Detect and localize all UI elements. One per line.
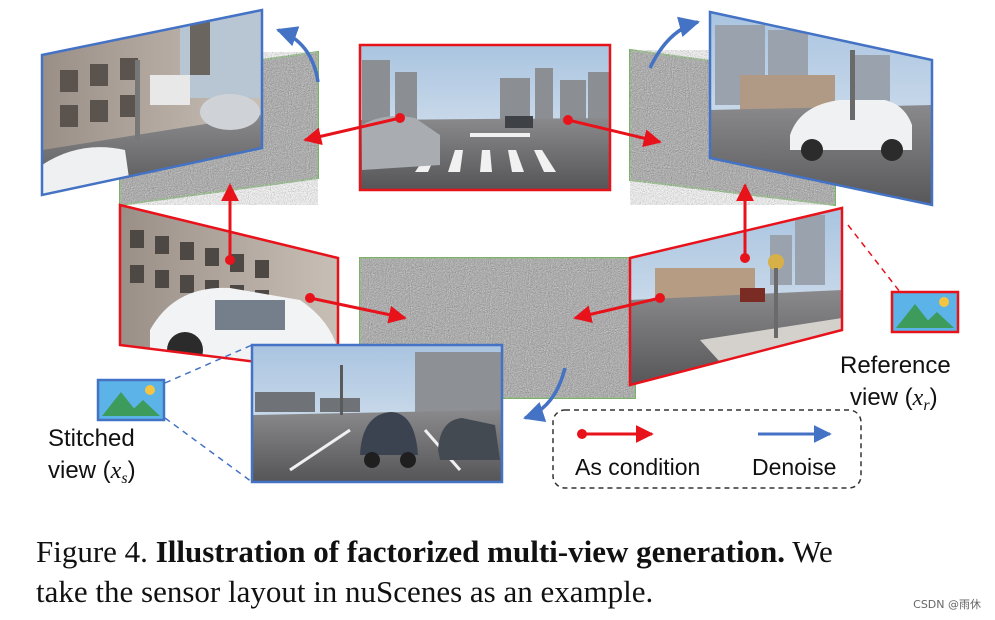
stitched-view-label-line1: Stitched	[48, 425, 135, 452]
condition-arrows	[221, 113, 754, 324]
image-icon-reference	[890, 290, 960, 334]
legend-condition-label: As condition	[575, 454, 700, 480]
denoise-arrows	[276, 16, 701, 422]
arrow-front-to-front-left	[303, 113, 405, 146]
connector-reference	[847, 224, 901, 293]
caption-body-line2: take the sensor layout in nuScenes as an…	[36, 574, 654, 609]
connector-stitched-top	[164, 344, 253, 384]
reference-view-label-line2: view (xr)	[850, 384, 938, 414]
reference-view-label-line1: Reference	[840, 352, 951, 379]
arrow-back-right-to-back	[573, 293, 665, 324]
view-front-right	[708, 10, 934, 207]
view-back	[250, 343, 504, 484]
watermark: CSDN @雨休	[913, 598, 981, 611]
image-icon-stitched	[96, 378, 166, 422]
legend-condition-arrow	[577, 425, 654, 443]
arrow-front-to-front-right	[563, 115, 662, 147]
denoise-arrow-top-left	[276, 26, 320, 83]
figure-number: Figure 4.	[36, 534, 148, 569]
denoise-arrow-top-right	[648, 16, 701, 69]
stitched-view-label-line2: view (xs)	[48, 457, 136, 487]
caption-title: Illustration of factorized multi-view ge…	[155, 534, 786, 569]
connector-stitched-bottom	[164, 417, 253, 483]
denoise-arrow-bottom	[523, 367, 567, 422]
arrow-back-right-bidirectional	[736, 183, 754, 263]
caption-body-line1-tail: We	[792, 534, 833, 569]
arrow-back-left-to-back	[305, 293, 407, 324]
figure-diagram: Reference view (xr) Stitched view (xs) A…	[40, 8, 960, 489]
figure-caption: Figure 4. Illustration of factorized mul…	[36, 532, 976, 612]
legend-denoise-label: Denoise	[752, 454, 836, 480]
legend: As condition Denoise	[552, 409, 862, 489]
arrow-back-left-bidirectional	[221, 183, 239, 265]
